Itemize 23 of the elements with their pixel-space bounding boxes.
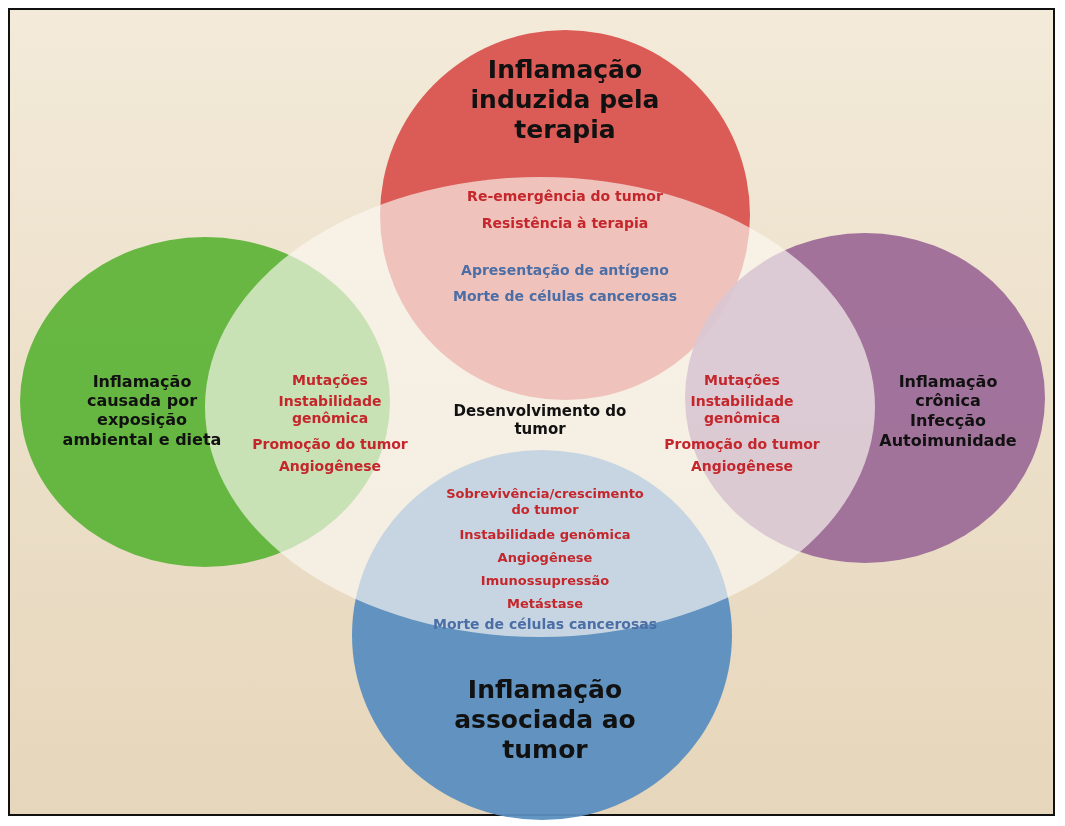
list-item: Mutações (703, 372, 781, 389)
list-item: Mutações (291, 372, 369, 389)
heading: Inflamação induzida pela terapia (469, 55, 661, 145)
heading: Desenvolvimento do tumor (452, 402, 628, 438)
heading: Inflamação associada ao tumor (453, 675, 637, 765)
list-item: Resistência à terapia (480, 215, 650, 232)
list-item: Re-emergência do tumor (466, 188, 664, 205)
heading: Autoimunidade (878, 431, 1018, 451)
list-item: Instabilidade genômica (689, 393, 795, 427)
list-item: Morte de células cancerosas (451, 288, 679, 305)
list-item: Metástase (506, 596, 584, 612)
list-item: Promoção do tumor (251, 436, 409, 453)
list-item: Instabilidade genômica (277, 393, 383, 427)
list-item: Sobrevivência/crescimento do tumor (445, 486, 645, 518)
list-item: Imunossupressão (479, 573, 611, 589)
list-item: Apresentação de antígeno (460, 262, 670, 279)
list-item: Angiogênese (689, 458, 794, 475)
list-item: Promoção do tumor (663, 436, 821, 453)
list-item: Angiogênese (496, 550, 594, 566)
heading: Infecção (909, 411, 987, 431)
heading: Inflamação crônica (897, 372, 999, 411)
list-item: Instabilidade genômica (458, 527, 632, 543)
list-item: Angiogênese (277, 458, 382, 475)
